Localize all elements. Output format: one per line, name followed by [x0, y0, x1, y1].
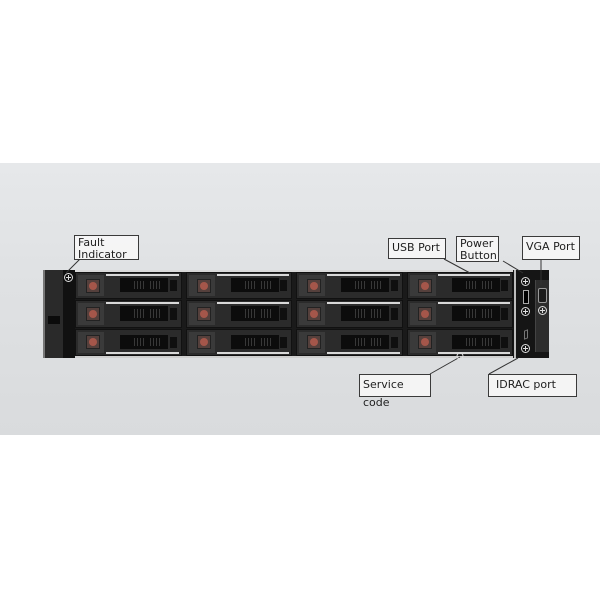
- bay-rail: [216, 274, 289, 276]
- drive-led-icon: [307, 335, 321, 350]
- vent-grille: [120, 334, 168, 349]
- drive-led-icon: [417, 278, 432, 293]
- bay-rail: [106, 352, 179, 354]
- drive-led-icon: [86, 335, 100, 350]
- fault-indicator-icon: [64, 273, 73, 282]
- drive-bay-11[interactable]: [296, 328, 403, 356]
- right-control-panel: [513, 270, 549, 358]
- drive-led-icon: [307, 306, 321, 321]
- bay-tag: [280, 308, 287, 320]
- drive-bay-10[interactable]: [185, 328, 292, 356]
- drive-bay-grid: [75, 272, 513, 356]
- usb-port-icon[interactable]: [523, 290, 529, 304]
- label-power-button: Power Button: [456, 236, 499, 262]
- bay-tag: [390, 280, 398, 292]
- vent-grille: [451, 334, 500, 349]
- drive-bay-7[interactable]: [296, 300, 403, 328]
- idrac-port-icon[interactable]: [524, 329, 528, 340]
- drive-bay-4[interactable]: [406, 272, 513, 300]
- bay-tag: [280, 336, 287, 348]
- power-button-icon[interactable]: [521, 277, 530, 286]
- bay-tag: [501, 280, 508, 292]
- bay-rail: [327, 302, 400, 305]
- bay-rail: [327, 352, 400, 354]
- label-service-code: Service code: [359, 374, 431, 409]
- bay-tag: [501, 308, 508, 320]
- bay-rail: [327, 274, 400, 276]
- bay-tag: [169, 308, 177, 320]
- drive-led-icon: [86, 306, 100, 321]
- bay-tag: [280, 280, 287, 292]
- drive-bay-5[interactable]: [75, 300, 182, 328]
- left-rack-ear: [43, 270, 63, 358]
- vga-port-icon[interactable]: [538, 288, 547, 303]
- bay-rail: [437, 302, 510, 305]
- drive-bay-6[interactable]: [185, 300, 292, 328]
- label-usb-port: USB Port: [388, 238, 446, 259]
- drive-led-icon: [307, 278, 321, 293]
- bay-rail: [437, 352, 510, 354]
- drive-bay-12[interactable]: [406, 328, 513, 356]
- bay-rail: [106, 274, 179, 276]
- ear-slot: [48, 316, 60, 324]
- vent-grille: [341, 278, 389, 293]
- vent-grille: [451, 278, 500, 293]
- bay-tag: [169, 336, 177, 348]
- drive-led-icon: [196, 306, 211, 321]
- bay-tag: [169, 280, 177, 292]
- bay-rail: [437, 274, 510, 276]
- drive-bay-8[interactable]: [406, 300, 513, 328]
- vga-subpanel: [535, 280, 549, 352]
- vent-grille: [341, 306, 389, 321]
- panel-divider: [514, 270, 516, 358]
- label-vga-port: VGA Port: [522, 236, 580, 260]
- left-control-strip: [63, 270, 75, 358]
- bay-rail: [106, 302, 179, 305]
- vent-grille: [120, 306, 168, 321]
- vent-grille: [230, 278, 279, 293]
- bay-rail: [216, 302, 289, 305]
- vent-grille: [341, 334, 389, 349]
- drive-led-icon: [86, 278, 100, 293]
- vent-grille: [451, 306, 500, 321]
- drive-led-icon: [196, 278, 211, 293]
- drive-led-icon: [417, 306, 432, 321]
- vent-grille: [230, 306, 279, 321]
- bay-tag: [501, 336, 508, 348]
- vent-grille: [120, 278, 168, 293]
- idrac-screw-icon: [521, 344, 530, 353]
- drive-bay-1[interactable]: [75, 272, 182, 300]
- bay-tag: [390, 336, 398, 348]
- bay-rail: [216, 352, 289, 354]
- drive-bay-3[interactable]: [296, 272, 403, 300]
- screw-icon: [521, 307, 530, 316]
- drive-bay-2[interactable]: [185, 272, 292, 300]
- label-idrac-port: IDRAC port: [488, 374, 577, 397]
- label-fault-indicator: Fault Indicator: [74, 235, 139, 261]
- drive-led-icon: [417, 335, 432, 350]
- drive-bay-9[interactable]: [75, 328, 182, 356]
- vga-screw-icon: [538, 306, 547, 315]
- vent-grille: [230, 334, 279, 349]
- drive-led-icon: [196, 335, 211, 350]
- bay-tag: [390, 308, 398, 320]
